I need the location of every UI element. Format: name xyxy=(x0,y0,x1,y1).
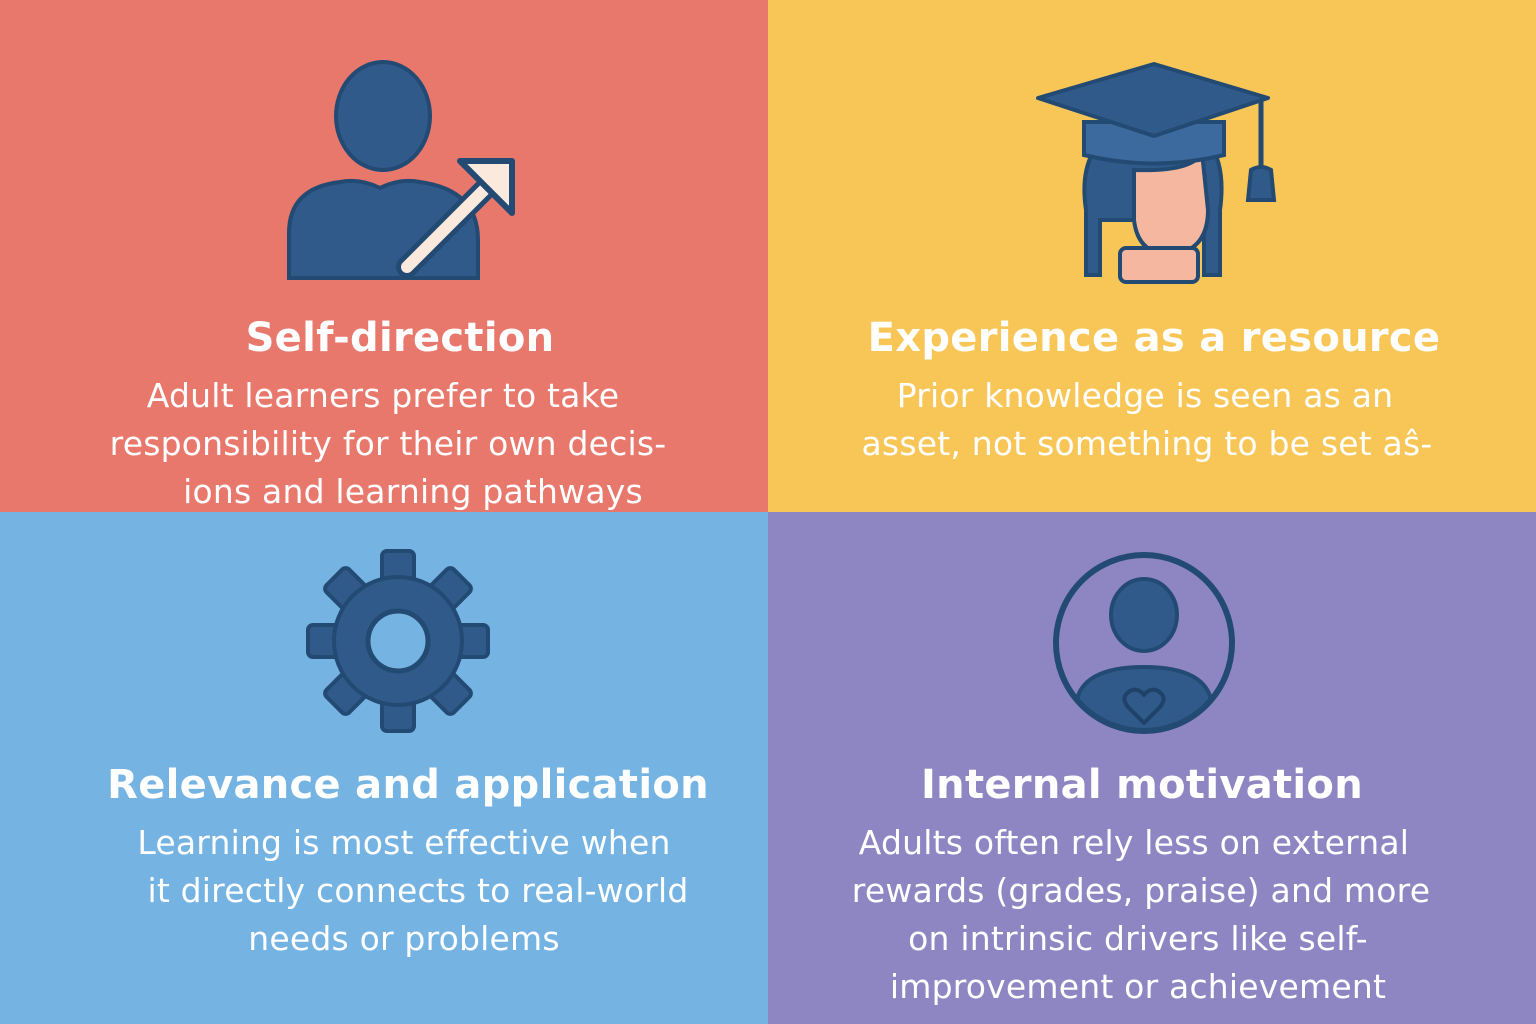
panel-description: Learning is most effective when it direc… xyxy=(0,819,768,963)
panel-title: Self-direction xyxy=(245,315,555,361)
panel-description: Prior knowledge is seen as an asset, not… xyxy=(768,372,1536,468)
description-line: Adult learners prefer to take xyxy=(146,376,620,415)
person-heart-circle-icon xyxy=(1053,552,1235,734)
description-line: asset, not something to be set aŝ- xyxy=(861,424,1433,463)
panel-self-direction: Self-direction Adult learners prefer to … xyxy=(0,0,768,512)
panel-description: Adult learners prefer to take responsibi… xyxy=(0,372,768,512)
description-line: responsibility for their own decis- xyxy=(109,424,667,463)
panel-title: Relevance and application xyxy=(107,762,709,808)
description-line: on intrinsic drivers like self- xyxy=(908,919,1368,958)
description-line: Learning is most effective when xyxy=(137,823,671,862)
panel-experience-as-resource: Experience as a resource Prior knowledge… xyxy=(768,0,1536,512)
panel-relevance-and-application: Relevance and application Learning is mo… xyxy=(0,512,768,1024)
description-line: it directly connects to real-world xyxy=(147,871,689,910)
description-line: rewards (grades, praise) and more xyxy=(851,871,1431,910)
gear-icon xyxy=(306,549,490,733)
panel-title: Experience as a resource xyxy=(867,315,1441,361)
description-line: Prior knowledge is seen as an xyxy=(896,376,1394,415)
graduate-cap-person-icon xyxy=(1036,62,1277,284)
description-line: ions and learning pathways xyxy=(183,472,643,511)
description-line: needs or problems xyxy=(248,919,560,958)
panel-description: Adults often rely less on external rewar… xyxy=(768,819,1508,1011)
description-line: Adults often rely less on external xyxy=(858,823,1410,862)
description-line: improvement or achievement xyxy=(889,967,1387,1006)
person-upward-arrow-icon xyxy=(287,60,515,280)
panel-internal-motivation: Internal motivation Adults often rely le… xyxy=(768,512,1536,1024)
panel-title: Internal motivation xyxy=(921,762,1363,808)
